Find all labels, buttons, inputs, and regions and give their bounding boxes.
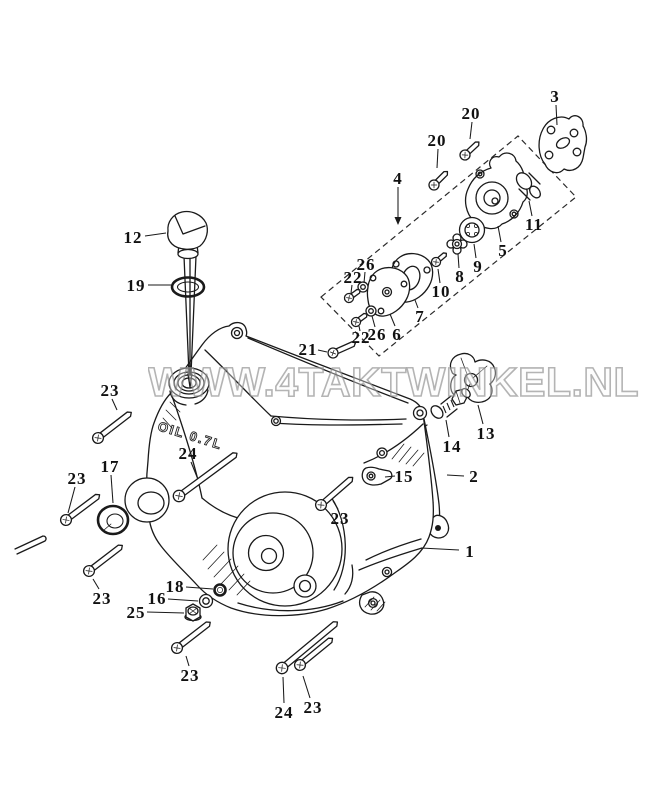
leader-line-5 (497, 225, 502, 243)
part-label-22-20: 22 (344, 268, 363, 287)
leader-line-23 (92, 578, 100, 590)
leader-line-14 (445, 419, 450, 438)
pump-rotor-outer-part-9 (458, 216, 486, 244)
leader-line-8 (457, 253, 460, 269)
washer-part-26-upper (357, 281, 369, 293)
part-label-23-11: 23 (304, 698, 323, 717)
part-label-13-17: 13 (477, 424, 496, 443)
part-label-14-18: 14 (443, 437, 462, 456)
part-label-22-22: 22 (352, 328, 371, 347)
leader-line-20 (469, 121, 473, 140)
bolt-part-23-low-left (80, 540, 127, 580)
part-label-17-3: 17 (101, 457, 120, 476)
bolt-part-10 (429, 249, 450, 269)
leader-line-22 (358, 325, 361, 332)
part-label-24-12: 24 (179, 444, 198, 463)
part-label-21-19: 21 (299, 340, 318, 359)
leader-line-22 (350, 284, 353, 294)
part-label-5-29: 5 (498, 241, 508, 260)
leader-line-18 (185, 586, 214, 590)
part-label-23-5: 23 (93, 589, 112, 608)
leader-line-20 (436, 148, 439, 169)
part-label-18-6: 18 (166, 577, 185, 596)
part-label-24-10: 24 (275, 703, 294, 722)
plug-spindle-part-14 (430, 387, 471, 419)
oil-pump-body-part-5 (464, 152, 528, 230)
washer-part-16 (198, 593, 214, 609)
leader-line-13 (477, 404, 484, 425)
crankcase-cover-part-1: OIL 0.7L (124, 321, 435, 617)
leader-line-23 (67, 486, 76, 514)
part-label-23-4: 23 (68, 469, 87, 488)
part-label-11-30: 11 (525, 215, 543, 234)
part-label-8-27: 8 (455, 267, 465, 286)
leader-line-17 (110, 474, 114, 504)
clip-tab-part-15 (361, 466, 393, 486)
leader-line-10 (437, 268, 441, 284)
leader-line-21 (317, 349, 328, 353)
leader-line-11 (528, 200, 533, 217)
bolt-part-23-mid-left (57, 489, 104, 529)
leader-line-12 (144, 232, 167, 237)
part-label-3-33: 3 (550, 87, 560, 106)
part-label-25-8: 25 (127, 603, 146, 622)
leader-line-26 (363, 271, 366, 284)
leader-line-26 (371, 315, 376, 328)
oil-seal-part-17 (96, 504, 130, 536)
leader-line-24 (282, 676, 285, 704)
arrowhead-4 (394, 217, 402, 225)
outer-cover-plate-part-3 (538, 115, 588, 174)
leader-line-7 (414, 299, 419, 309)
leader-line-2 (446, 474, 465, 477)
bolt-part-23-top-left (89, 407, 136, 447)
part-label-6-24: 6 (392, 325, 402, 344)
part-label-23-2: 23 (101, 381, 120, 400)
hatch-shading (162, 401, 425, 612)
dipstick-part-12 (166, 210, 208, 388)
pump-plate-part-6 (366, 266, 411, 317)
part-label-12-0: 12 (124, 228, 143, 247)
leader-line-16 (167, 598, 199, 602)
part-label-7-25: 7 (415, 307, 425, 326)
oring-part-18 (213, 583, 227, 597)
leader-line-25 (146, 611, 185, 614)
part-label-23-9: 23 (181, 666, 200, 685)
bolt-part-24-bottom (273, 616, 342, 677)
part-label-20-32: 20 (462, 104, 481, 123)
leader-line-15 (384, 475, 396, 478)
leader-line-23 (302, 675, 311, 699)
leader-line-23 (111, 398, 118, 411)
leader-line-3 (555, 104, 558, 126)
part-label-9-28: 9 (473, 257, 483, 276)
part-label-23-13: 23 (331, 509, 350, 528)
leader-line-23 (185, 655, 190, 667)
part-label-19-1: 19 (127, 276, 146, 295)
leader-line-9 (473, 243, 477, 259)
leader-line-23 (332, 500, 339, 510)
bolt-part-20-right (457, 137, 483, 163)
leader-line-6 (389, 313, 396, 327)
leader-line-24 (190, 461, 198, 478)
part-label-1-14: 1 (465, 542, 475, 561)
pump-fitting-part-11 (515, 172, 541, 201)
part-label-4-34: 4 (393, 169, 403, 188)
dipstick-oring-part-19 (170, 276, 206, 298)
part-label-26-23: 26 (368, 325, 387, 344)
part-label-15-16: 15 (395, 467, 414, 486)
nut-part-25 (184, 603, 202, 622)
part-label-16-7: 16 (148, 589, 167, 608)
bolt-part-23-bottom-left (168, 617, 215, 657)
part-label-10-26: 10 (432, 282, 451, 301)
bolt-part-20-left (426, 167, 452, 193)
part-label-2-15: 2 (469, 467, 479, 486)
leader-line-1 (420, 547, 460, 551)
washer-part-26-lower (365, 305, 377, 317)
edge-bolt-stub (14, 535, 47, 555)
part-label-26-21: 26 (357, 255, 376, 274)
part-label-20-31: 20 (428, 131, 447, 150)
pump-rotor-inner-part-8 (446, 233, 468, 255)
